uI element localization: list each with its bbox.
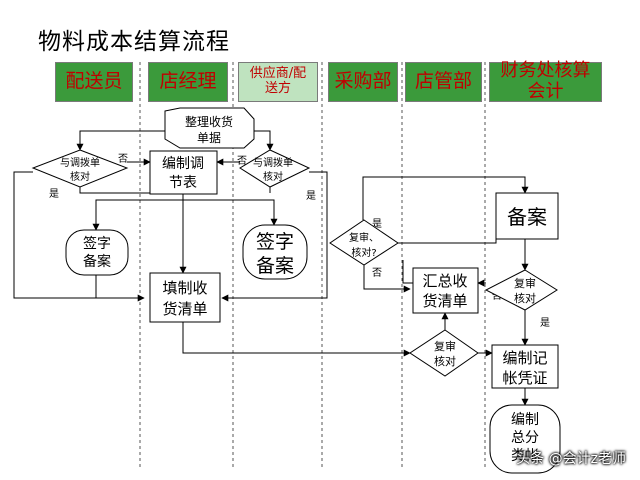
- edge-label-no: 否: [118, 153, 128, 165]
- lane-header-store-management: 店管部: [405, 62, 482, 102]
- node-review-finance-line1: 复审: [514, 276, 536, 290]
- node-review-procurement: 复审、 核对?: [329, 219, 399, 266]
- node-sign-left-line2: 备案: [83, 253, 111, 270]
- node-verify-left: 与调拨单 核对: [31, 149, 129, 188]
- node-archive-label: 备案: [507, 205, 547, 229]
- node-compile-table: 编制调 节表: [149, 150, 218, 195]
- page-title: 物料成本结算流程: [38, 29, 230, 55]
- watermark: 头条 @会计z老师: [516, 451, 626, 467]
- node-summary-receipt: 汇总收 货清单: [412, 267, 479, 314]
- node-summary-receipt-line1: 汇总收: [422, 272, 467, 290]
- edge-label-yes: 是: [306, 190, 316, 202]
- edge-label-yes: 是: [49, 188, 59, 200]
- node-summary-account-line3: 类帐: [511, 448, 539, 464]
- node-voucher: 编制记 帐凭证: [491, 344, 559, 389]
- lane-header-procurement: 采购部: [328, 62, 398, 102]
- node-verify-left-line2: 核对: [70, 170, 90, 183]
- node-sign-left: 签字 备案: [65, 229, 129, 276]
- node-sign-left-line1: 签字: [83, 235, 111, 252]
- lane-header-store-manager: 店经理: [148, 62, 228, 102]
- node-review-finance: 复审 核对: [484, 269, 558, 311]
- node-fill-receipt: 填制收 货清单: [149, 272, 221, 323]
- edges: [13, 130, 529, 406]
- edge-label-no: 否: [372, 267, 382, 279]
- node-review-procurement-line2: 核对?: [351, 246, 376, 259]
- node-fill-receipt-line2: 货清单: [162, 300, 207, 318]
- node-voucher-line2: 帐凭证: [502, 369, 547, 387]
- node-verify-left-line1: 与调拨单: [60, 156, 100, 169]
- node-voucher-line1: 编制记: [502, 349, 547, 367]
- node-sign-right-line2: 备案: [256, 255, 294, 277]
- node-summary-account-line1: 编制: [511, 412, 539, 428]
- lane-header-delivery: 配送员: [55, 62, 133, 102]
- node-review-store: 复审 核对: [409, 329, 479, 377]
- node-organize-receipts-line2: 单据: [197, 131, 221, 145]
- node-compile-table-line1: 编制调: [162, 156, 204, 172]
- node-verify-right: 与调拨单 核对: [239, 149, 311, 188]
- lane-header-supplier: 供应商/配送方: [238, 62, 318, 102]
- node-review-store-line2: 核对: [434, 354, 456, 368]
- node-organize-receipts: 整理收货 单据: [164, 107, 255, 149]
- edge-label-yes: 是: [372, 218, 382, 230]
- node-sign-right-line1: 签字: [256, 231, 294, 253]
- node-organize-receipts-line1: 整理收货: [185, 114, 233, 129]
- edge-label-yes: 是: [540, 317, 550, 329]
- node-sign-right: 签字 备案: [242, 224, 308, 280]
- node-fill-receipt-line1: 填制收: [162, 279, 207, 297]
- node-compile-table-line2: 节表: [169, 175, 197, 191]
- node-review-procurement-line1: 复审、: [349, 231, 379, 244]
- lane-header-finance: 财务处核算会计: [489, 60, 602, 102]
- node-summary-account-line2: 总分: [511, 430, 539, 446]
- node-review-store-line1: 复审: [434, 339, 456, 353]
- node-archive: 备案: [495, 192, 559, 240]
- node-summary-account: 编制 总分 类帐: [489, 404, 561, 474]
- node-summary-receipt-line2: 货清单: [422, 292, 467, 310]
- node-verify-right-line2: 核对: [263, 170, 283, 183]
- edge-label-no: 否: [237, 155, 247, 167]
- node-review-finance-line2: 核对: [514, 291, 536, 305]
- node-verify-right-line1: 与调拨单: [253, 156, 293, 169]
